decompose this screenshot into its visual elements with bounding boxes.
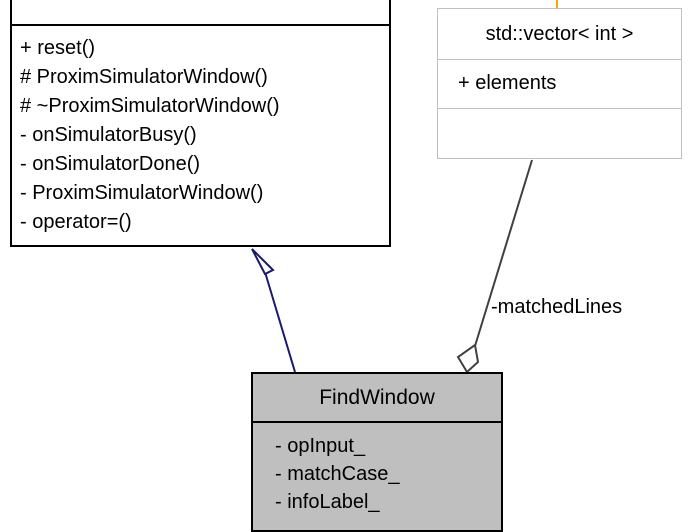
aggregation-label: -matchedLines <box>491 296 623 318</box>
method-destructor: # ~ProximSimulatorWindow() <box>20 95 280 117</box>
parent-class-box[interactable]: + reset() # ProximSimulatorWindow() # ~P… <box>10 0 391 247</box>
edges-layer <box>251 0 558 374</box>
method-copy-constructor: - ProximSimulatorWindow() <box>20 182 264 204</box>
method-on-simulator-busy: - onSimulatorBusy() <box>20 124 197 146</box>
aggregation-diamond <box>456 343 480 374</box>
attribute-info-label: - infoLabel_ <box>275 491 380 513</box>
find-window-class-box[interactable]: FindWindow - opInput_ - matchCase_ - inf… <box>251 372 503 532</box>
method-constructor: # ProximSimulatorWindow() <box>20 66 268 88</box>
vector-class-name: std::vector< int > <box>438 9 681 60</box>
parent-class-methods: + reset() # ProximSimulatorWindow() # ~P… <box>12 26 389 237</box>
method-operator-assign: - operator=() <box>20 211 132 233</box>
find-window-attributes: - opInput_ - matchCase_ - infoLabel_ <box>253 423 501 516</box>
inheritance-edge <box>264 271 296 373</box>
inheritance-arrowhead <box>251 248 275 276</box>
attribute-op-input: - opInput_ <box>275 435 366 457</box>
parent-class-name-compartment <box>12 0 389 26</box>
vector-class-box[interactable]: std::vector< int > + elements <box>437 8 682 159</box>
find-window-class-name: FindWindow <box>253 374 501 423</box>
method-on-simulator-done: - onSimulatorDone() <box>20 153 201 175</box>
attribute-elements: + elements <box>458 72 557 94</box>
vector-class-attributes: + elements <box>438 60 681 109</box>
aggregation-edge <box>474 159 533 347</box>
method-reset: + reset() <box>20 37 96 59</box>
attribute-match-case: - matchCase_ <box>275 463 400 485</box>
